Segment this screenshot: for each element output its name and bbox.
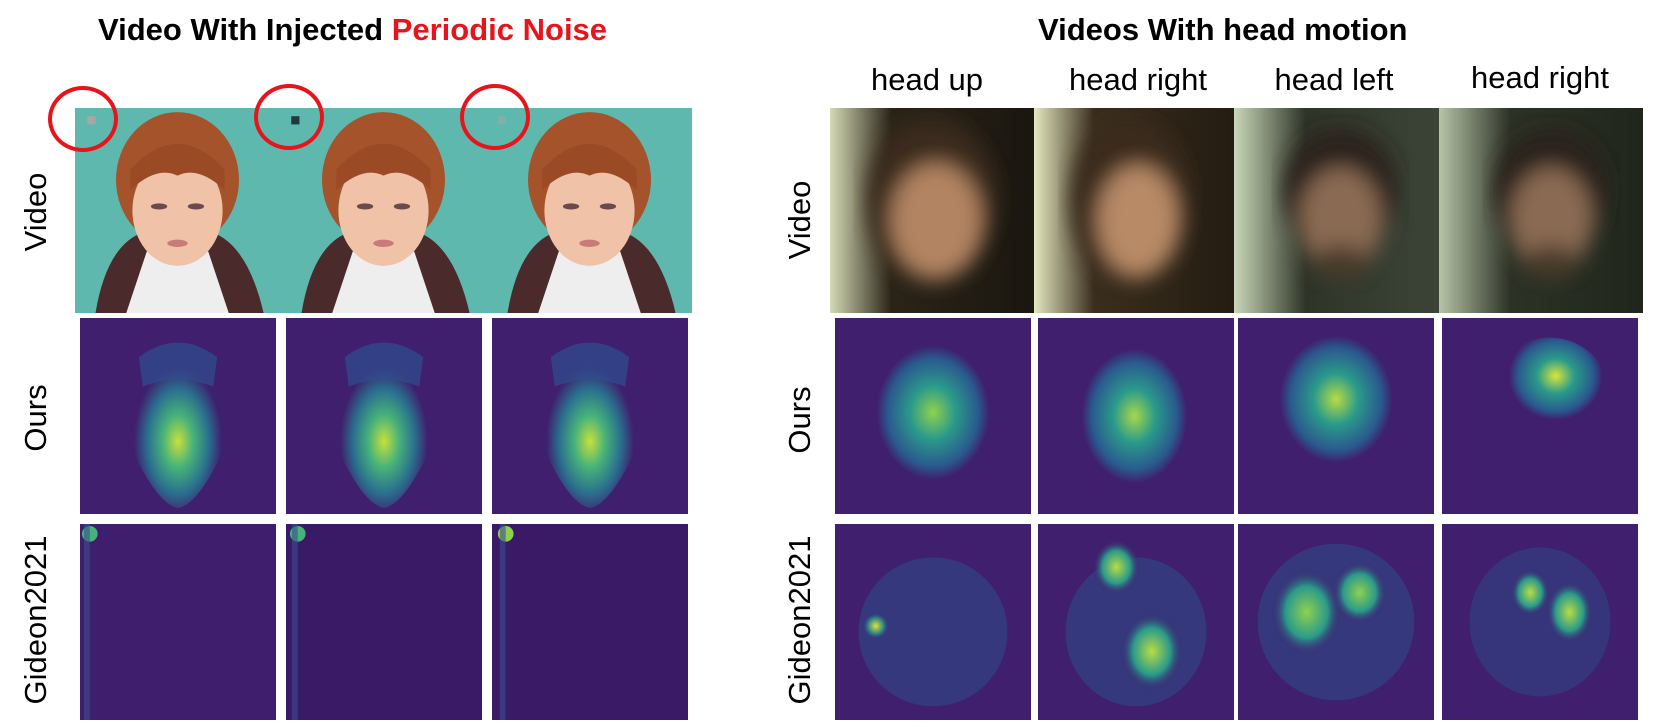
gideon-heatmap: [80, 524, 276, 720]
right-row-label-ours: Ours: [782, 386, 817, 454]
video-frame: [1439, 108, 1643, 313]
video-frame: [281, 108, 486, 313]
gideon-heatmap: [492, 524, 688, 720]
video-frame: [75, 108, 280, 313]
gideon-heatmap: [835, 524, 1031, 720]
ours-heatmap: [286, 318, 482, 514]
noise-highlight-ring: [460, 84, 530, 150]
right-col-header-head-right-2: head right: [1471, 60, 1609, 95]
video-frame: [1234, 108, 1439, 313]
video-frame: [487, 108, 692, 313]
left-row-label-ours: Ours: [18, 384, 53, 452]
right-panel-title: Videos With head motion: [1038, 12, 1408, 47]
right-col-header-head-left: head left: [1274, 62, 1394, 97]
ours-heatmap: [1238, 318, 1434, 514]
left-panel-title: Video With Injected Periodic Noise: [98, 12, 607, 48]
gideon-heatmap: [286, 524, 482, 720]
ours-heatmap: [80, 318, 276, 514]
video-frame: [1034, 108, 1234, 313]
right-row-label-video: Video: [782, 180, 817, 260]
left-title-prefix: Video With Injected: [98, 12, 392, 47]
right-col-header-head-right: head right: [1069, 62, 1207, 97]
gideon-heatmap: [1238, 524, 1434, 720]
ours-heatmap: [1038, 318, 1234, 514]
left-row-label-video: Video: [18, 172, 53, 252]
left-video-strip: [75, 108, 692, 313]
video-frame: [830, 108, 1034, 313]
gideon-heatmap: [1442, 524, 1638, 720]
right-col-header-head-up: head up: [870, 62, 984, 97]
ours-heatmap: [835, 318, 1031, 514]
gideon-heatmap: [1038, 524, 1234, 720]
ours-heatmap: [492, 318, 688, 514]
ours-heatmap: [1442, 318, 1638, 514]
noise-highlight-ring: [48, 86, 118, 152]
left-title-highlight: Periodic Noise: [391, 12, 608, 47]
left-row-label-gideon: Gideon2021: [18, 535, 53, 705]
noise-highlight-ring: [254, 84, 324, 150]
right-row-label-gideon: Gideon2021: [782, 535, 817, 705]
